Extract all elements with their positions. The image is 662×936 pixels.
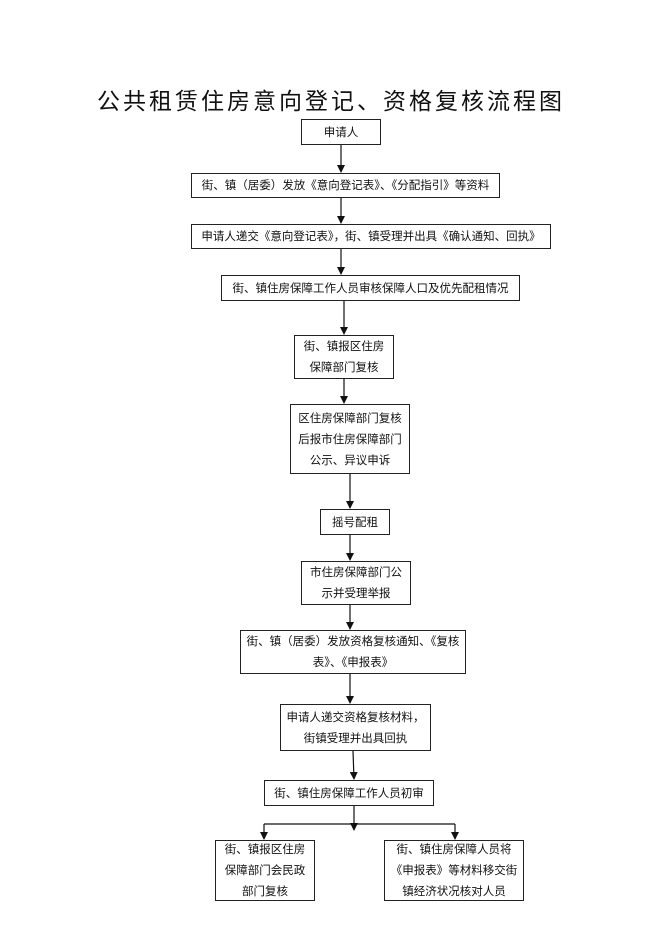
step-civil-affairs-review: 街、镇报区住房保障部门会民政部门复核 — [215, 840, 315, 901]
step-city-report: 市住房保障部门公示并受理举报 — [301, 561, 411, 605]
arrow-10 — [349, 750, 358, 780]
step-city-publicity: 区住房保障部门复核后报市住房保障部门公示、异议申诉 — [290, 404, 410, 474]
step-distribute-materials: 街、镇（居委）发放《意向登记表》、《分配指引》等资料 — [191, 173, 500, 198]
step-recheck-notice: 街、镇（居委）发放资格复核通知、《复核表》、《申报表》 — [240, 630, 466, 674]
step-review-priority: 街、镇住房保障工作人员审核保障人口及优先配租情况 — [221, 275, 520, 301]
step-submit-recheck: 申请人递交资格复核材料，街镇受理并出具回执 — [280, 704, 431, 751]
step-economic-check: 街、镇住房保障人员将《申报表》等材料移交街镇经济状况核对人员 — [384, 840, 524, 901]
step-lottery: 摇号配租 — [320, 509, 390, 535]
step-district-review: 街、镇报区住房保障部门复核 — [294, 335, 394, 379]
step-applicant: 申请人 — [301, 119, 381, 145]
page-title: 公共租赁住房意向登记、资格复核流程图 — [97, 89, 565, 115]
step-preliminary-review: 街、镇住房保障工作人员初审 — [264, 780, 434, 806]
step-submit-registration: 申请人递交《意向登记表》，街、镇受理并出具《确认通知、回执》 — [191, 224, 551, 249]
